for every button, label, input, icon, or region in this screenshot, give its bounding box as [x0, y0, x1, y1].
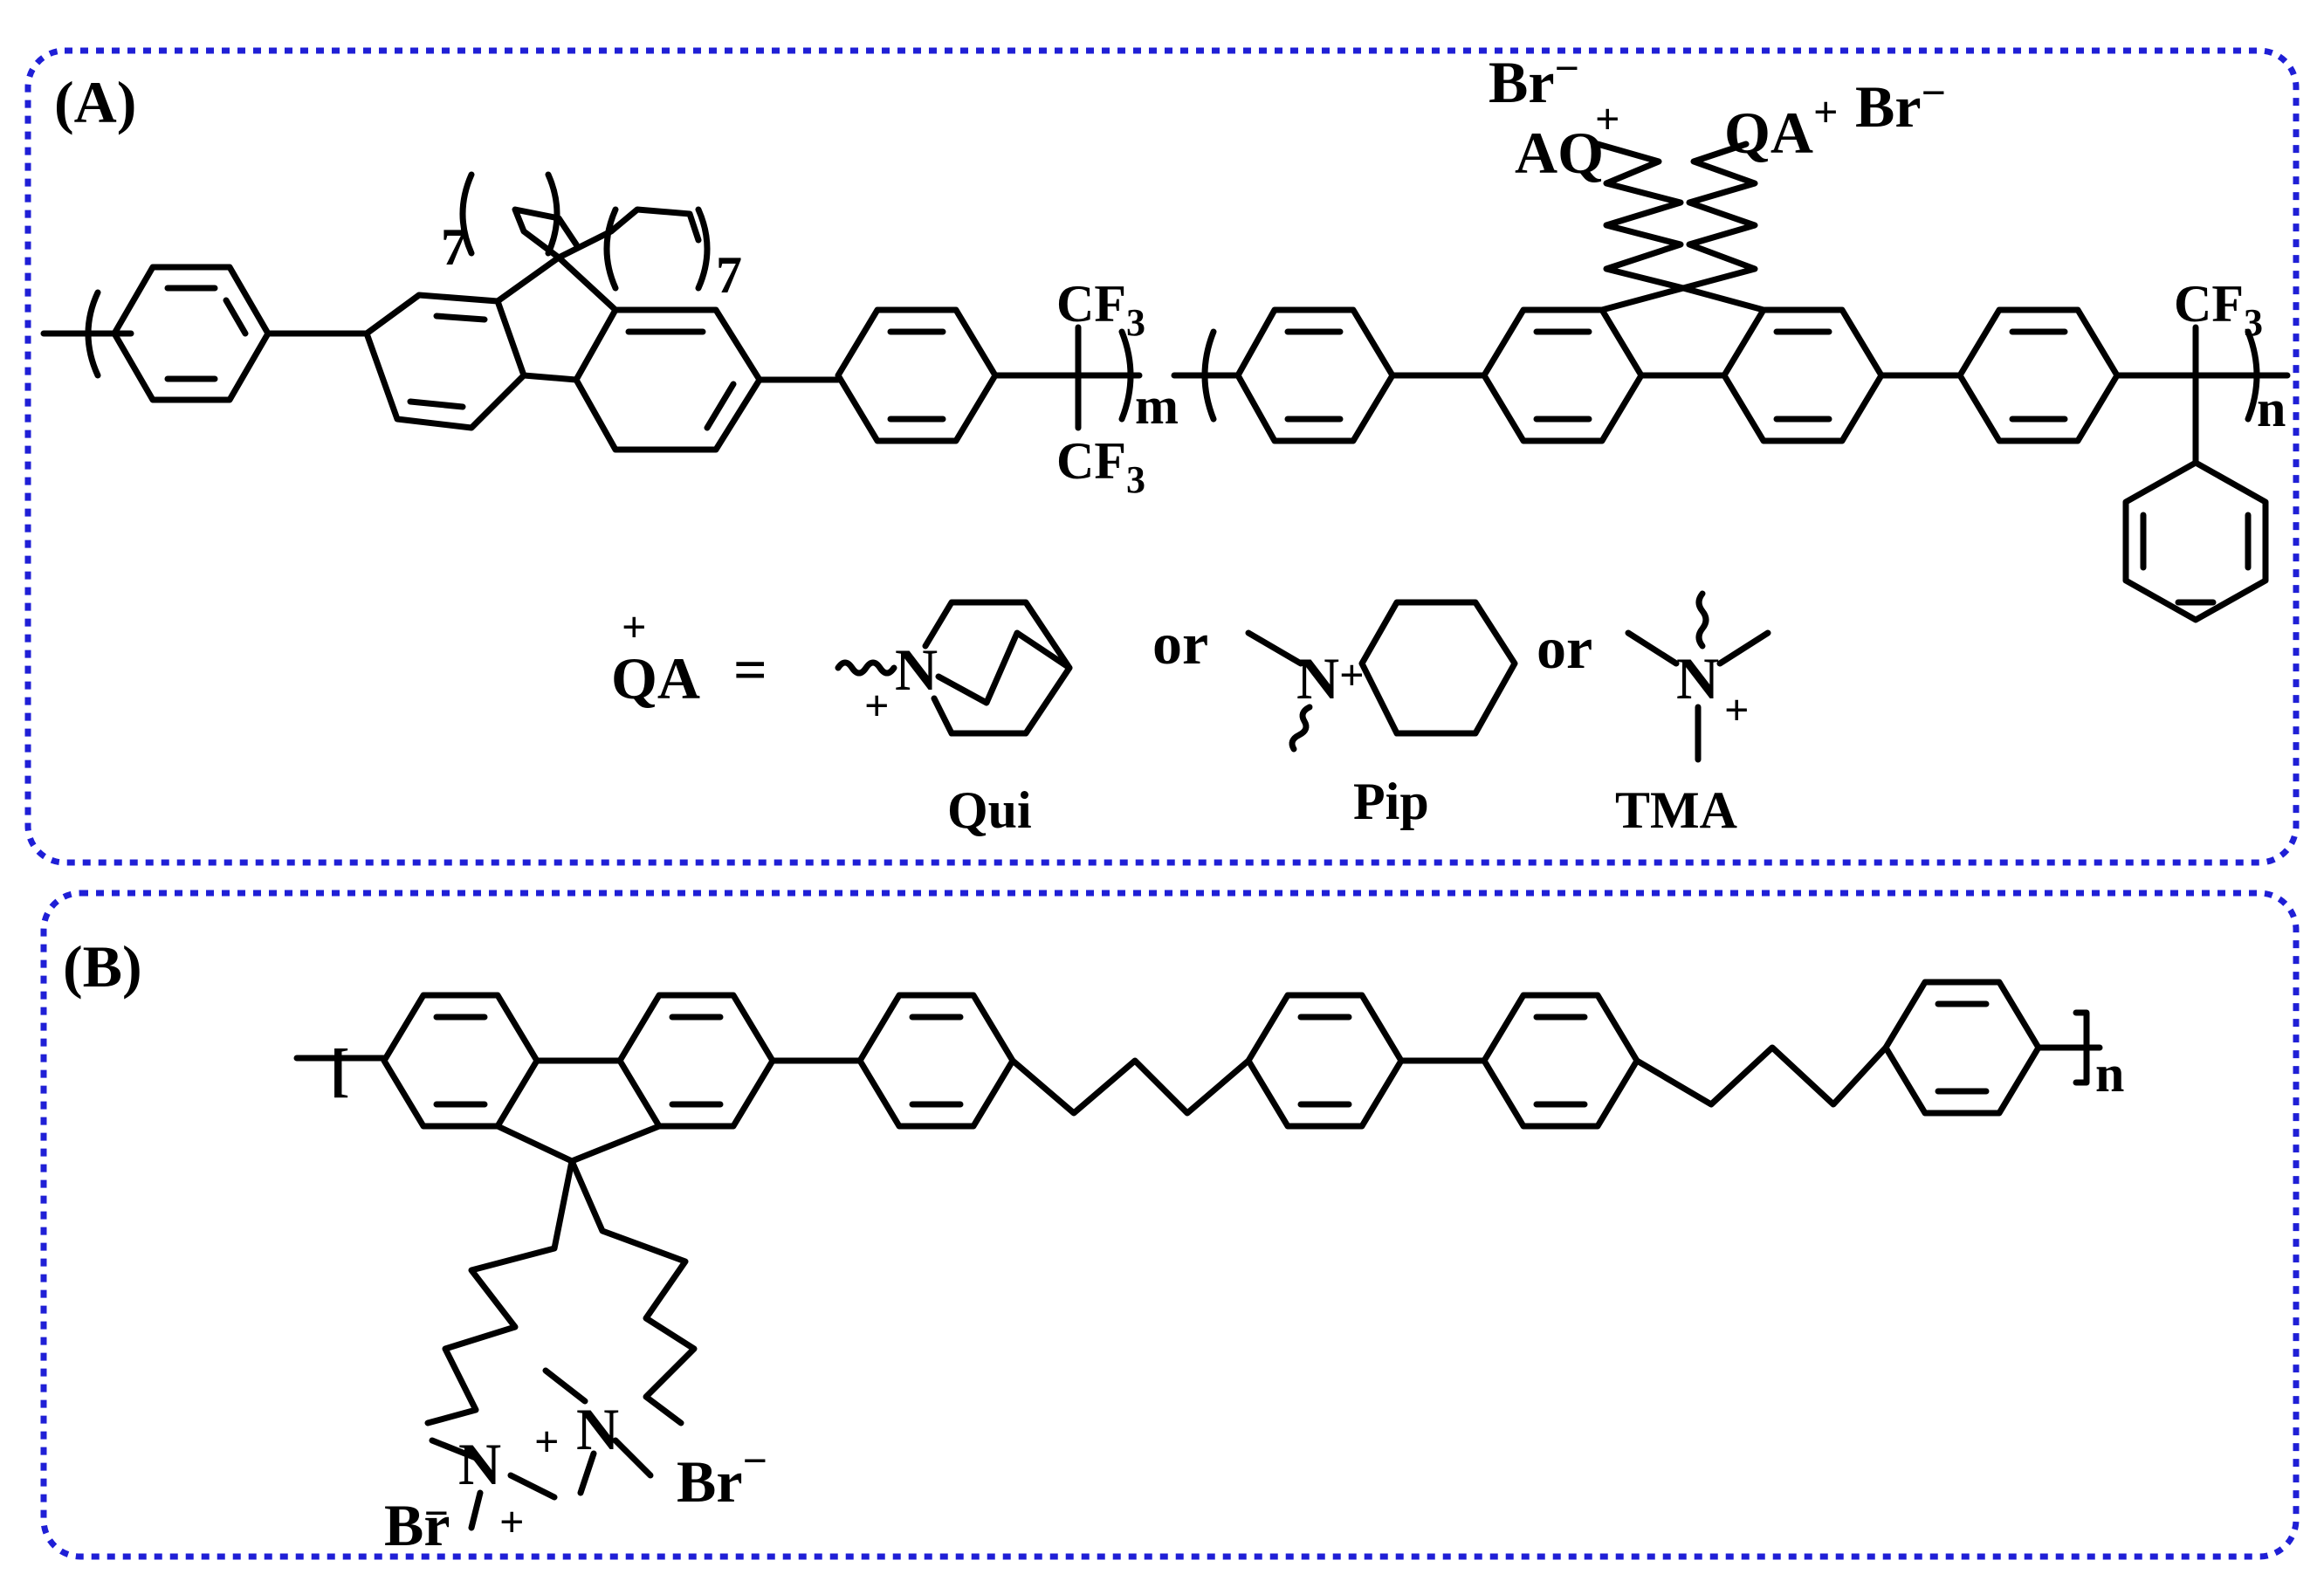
alkyl-paren-2 [545, 171, 560, 257]
alkyl-paren-3 [603, 206, 619, 292]
nitrogen-qui: N [895, 636, 938, 703]
fluorene-unit [363, 254, 763, 453]
cf3-end: CF3 [2174, 275, 2263, 344]
qa-option-tma: TMA [1615, 781, 1737, 839]
counterion-top-right: Br− [1855, 68, 1946, 140]
qa-left-label: AQ+ [1515, 94, 1620, 186]
polymer-a-backbone: 7 7 CF3 CF3 m [40, 44, 2291, 623]
repeat-bracket-open: [ [330, 1036, 350, 1103]
fluorene-unit [1481, 285, 1885, 444]
panel-a-label: (A) [54, 69, 136, 135]
benzene-ring [1882, 979, 2042, 1117]
panel-b: (B) [ N N + + Br− Br− [40, 890, 2300, 1560]
qa-definition-label: QA [611, 645, 700, 711]
tetramethylammonium-structure: N + [1625, 590, 1771, 763]
repeat-paren-m-close [1118, 328, 1134, 423]
plus-right: + [534, 1417, 560, 1466]
plus-qui: + [864, 681, 890, 730]
qa-equals: = [733, 636, 767, 703]
qa-tether-left [1594, 141, 1687, 292]
qa-option-qui: Qui [947, 781, 1032, 839]
methyl-bond [1245, 629, 1304, 667]
or-text-2: or [1537, 615, 1592, 681]
benzene-ring [1234, 306, 1396, 444]
alkyl-chain-left [424, 1158, 575, 1426]
or-text-1: or [1152, 610, 1208, 677]
piperidinium-structure: N+ [1245, 599, 1518, 753]
alkyl-paren-1 [459, 171, 475, 257]
polymer-b-backbone: [ N N + + Br− Br− [293, 979, 2124, 1558]
alkyl-count-left: 7 [441, 218, 467, 276]
benzene-ring [1481, 992, 1640, 1130]
repeat-bracket-close [2073, 1009, 2090, 1086]
alkyl-count-right: 7 [716, 246, 742, 304]
repeat-paren-m-open [85, 289, 101, 379]
benzene-ring [856, 992, 1016, 1130]
cf3-bottom: CF3 [1056, 432, 1145, 501]
repeat-paren-n-close [2245, 328, 2260, 423]
methyl-bonds-right [542, 1367, 654, 1496]
repeat-subscript-m: m [1135, 377, 1179, 435]
benzene-ring [111, 264, 272, 403]
repeat-subscript-n: n [2257, 380, 2286, 437]
counterion-right: Br− [677, 1436, 767, 1515]
wavy-bond [835, 659, 897, 677]
qa-right-label: QA+ [1724, 87, 1839, 166]
qa-definition-plus: + [622, 602, 647, 651]
repeat-subscript-n-b: n [2095, 1045, 2124, 1103]
propyl-linker-1 [1009, 1057, 1252, 1117]
qa-tether-right [1680, 141, 1758, 292]
qa-option-pip: Pip [1353, 773, 1429, 830]
quinuclidinium-structure: N + [835, 599, 1073, 737]
propyl-linker-2 [1633, 1044, 1889, 1108]
wavy-bond [1289, 704, 1313, 753]
cf3-top: CF3 [1056, 275, 1145, 344]
alkyl-chain-right [555, 206, 702, 261]
alkyl-paren-4 [695, 206, 711, 292]
alkyl-chain-right [568, 1158, 698, 1426]
wavy-bond [1695, 590, 1709, 650]
qa-definition: QA + = N + Qui or N+ Pip or [611, 590, 1771, 839]
counterion-top-left: Br− [1489, 44, 1579, 115]
panel-a-frame [24, 47, 2300, 866]
plus-tma: + [1724, 685, 1750, 734]
benzene-ring [1245, 992, 1405, 1130]
panel-a: (A) 7 7 [24, 44, 2300, 866]
nitrogen-pip: N+ [1296, 645, 1365, 711]
benzene-ring [835, 306, 999, 444]
nitrogen-right: N [576, 1396, 619, 1462]
methyl-bonds-left [429, 1437, 558, 1531]
plus-left: + [499, 1497, 525, 1546]
nitrogen-tma: N [1676, 645, 1719, 711]
alkyl-chain-left [512, 206, 580, 261]
counterion-left: Br− [384, 1488, 450, 1558]
panel-b-label: (B) [63, 933, 142, 1000]
nitrogen-left: N [458, 1431, 501, 1497]
benzene-ring [1956, 306, 2121, 444]
fluorene-unit [381, 992, 776, 1165]
pendant-phenyl [2122, 459, 2269, 623]
panel-b-frame [40, 890, 2300, 1560]
